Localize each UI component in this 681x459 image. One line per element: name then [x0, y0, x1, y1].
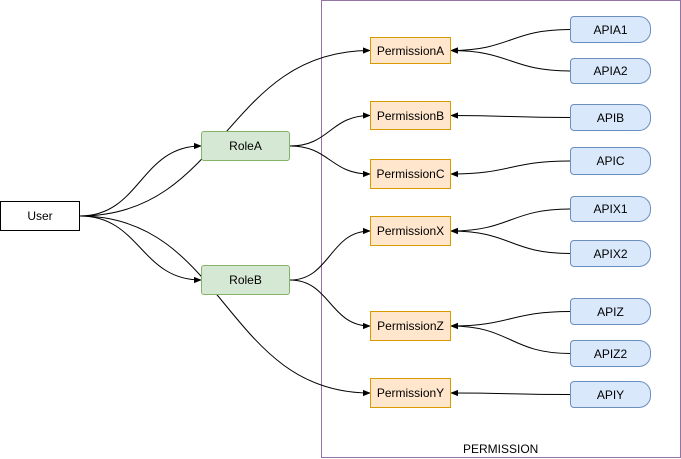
permission-c-node[interactable]: PermissionC — [370, 159, 451, 189]
edge-apiX1-to-permX — [450, 208, 571, 235]
user-node[interactable]: User — [0, 201, 80, 231]
permission-group-label: PERMISSION — [463, 442, 539, 456]
permission-z-node[interactable]: PermissionZ — [370, 311, 451, 341]
api-x1-node[interactable]: APIX1 — [570, 196, 651, 222]
api-y-node[interactable]: APIY — [570, 381, 651, 408]
role-a-node[interactable]: RoleA — [201, 131, 290, 161]
edge-apiZ-to-permZ — [450, 311, 571, 330]
edge-apiC-to-permC — [450, 160, 571, 178]
edge-user-to-roleB — [79, 215, 202, 284]
edge-apiB-to-permB — [450, 112, 571, 119]
api-b-node[interactable]: APIB — [570, 104, 651, 131]
edge-apiA1-to-permA — [450, 29, 571, 54]
edge-roleA-to-permC — [289, 145, 371, 178]
permission-x-node[interactable]: PermissionX — [370, 216, 451, 246]
permission-b-node[interactable]: PermissionB — [370, 101, 451, 130]
permission-y-node[interactable]: PermissionY — [370, 378, 451, 408]
edge-roleA-to-permB — [289, 112, 371, 147]
edge-apiX2-to-permX — [450, 227, 571, 254]
edge-user-to-permY — [79, 215, 371, 397]
api-x2-node[interactable]: APIX2 — [570, 240, 651, 267]
edge-user-to-roleA — [79, 142, 202, 217]
edge-apiY-to-permY — [450, 389, 571, 397]
api-a1-node[interactable]: APIA1 — [570, 16, 651, 43]
edge-apiZ2-to-permZ — [450, 322, 571, 354]
role-b-node[interactable]: RoleB — [201, 265, 290, 295]
api-z-node[interactable]: APIZ — [570, 298, 651, 325]
edge-apiA2-to-permA — [450, 47, 571, 72]
api-z2-node[interactable]: APIZ2 — [570, 340, 651, 367]
api-c-node[interactable]: APIC — [570, 147, 651, 175]
edge-roleB-to-permX — [289, 227, 371, 281]
edge-roleB-to-permZ — [289, 279, 371, 330]
api-a2-node[interactable]: APIA2 — [570, 58, 651, 84]
permission-a-node[interactable]: PermissionA — [370, 37, 451, 64]
